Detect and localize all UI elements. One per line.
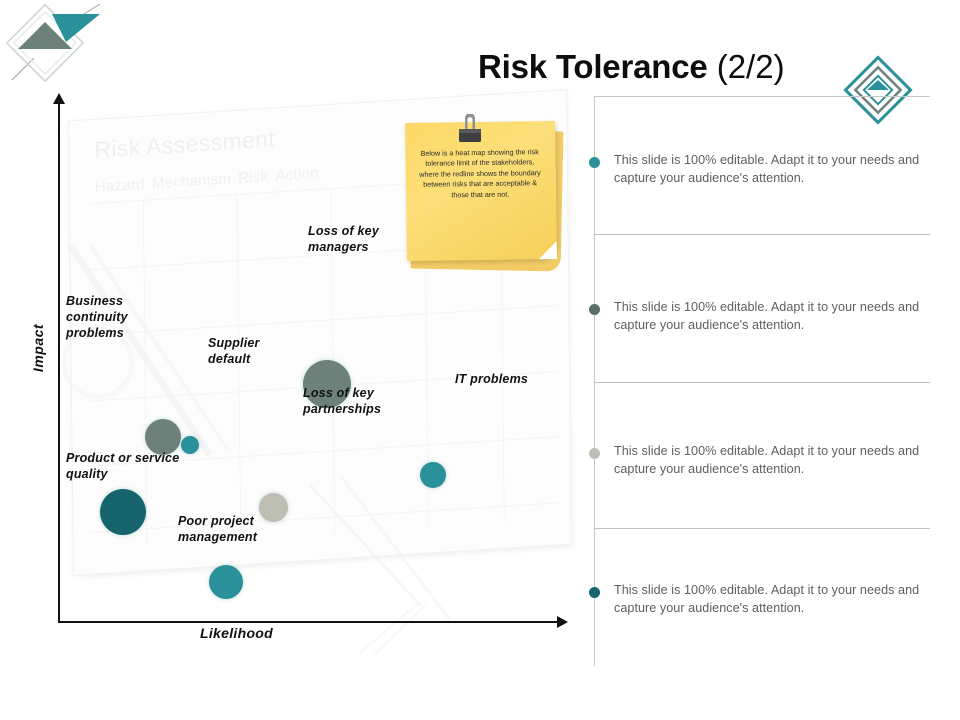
diamond-triangle-logo-icon [4,2,112,98]
sticky-note: Below is a heat map showing the risk tol… [405,113,564,274]
bubble-business-continuity[interactable] [145,419,181,455]
panel-row-3-text: This slide is 100% editable. Adapt it to… [614,444,920,476]
panel-row-2-text: This slide is 100% editable. Adapt it to… [614,300,920,332]
bubble-label-supplier-default: Supplier default [208,336,260,366]
bubble-poor-project-management[interactable] [209,565,243,599]
bubble-label-it-problems: IT problems [455,372,529,386]
bubble-label-business-continuity: Business continuity problems [66,294,128,340]
bubble-product-or-service-quality[interactable] [100,489,146,535]
panel-separator-2 [594,382,930,383]
bullet-dot-2 [588,304,600,315]
y-axis [53,93,65,623]
background-col-action: Action [275,164,319,185]
panel-vertical-rule [594,96,596,666]
concentric-diamond-icon [842,54,914,126]
background-pen-sketch-icon [60,243,260,475]
page-title-main: Risk Tolerance [478,48,708,85]
sticky-note-text: Below is a heat map showing the risk tol… [419,147,541,200]
bullet-dot-3 [588,448,600,459]
background-col-hazard: Hazard [94,175,145,196]
background-col-risk: Risk [237,167,269,187]
bubble-label-poor-project-management: Poor project management [178,514,258,544]
risk-heatmap-chart: Risk Assessment Hazard Mechanism Risk Ac… [0,89,585,665]
panel-separator-1 [594,234,930,235]
panel-row-1-text: This slide is 100% editable. Adapt it to… [614,153,920,185]
panel-row-4-text: This slide is 100% editable. Adapt it to… [614,583,920,615]
bubble-label-product-or-service-quality: Product or service quality [66,451,180,481]
x-axis [58,616,568,628]
bubble-loss-of-key-managers[interactable] [303,360,351,408]
binder-clip-icon [456,113,484,152]
bullet-dot-4 [588,587,600,598]
bubble-label-loss-of-key-managers: Loss of key managers [308,224,379,254]
page-title-suffix: (2/2) [716,48,785,85]
panel-separator-3 [594,528,930,529]
x-axis-label: Likelihood [200,625,273,641]
bubble-it-problems[interactable] [420,462,446,488]
bubble-label-loss-of-key-partnerships: Loss of key partnerships [303,386,382,416]
bubble-loss-of-key-partnerships[interactable] [259,493,288,522]
y-axis-label: Impact [30,323,46,373]
bubble-supplier-default[interactable] [181,436,199,454]
bullet-dot-1 [588,157,600,168]
background-sketch-lines-icon [300,474,540,656]
page-title: Risk Tolerance (2/2) [478,48,785,86]
bullets-panel: This slide is 100% editable. Adapt it to… [588,96,946,666]
panel-top-rule [594,96,930,98]
